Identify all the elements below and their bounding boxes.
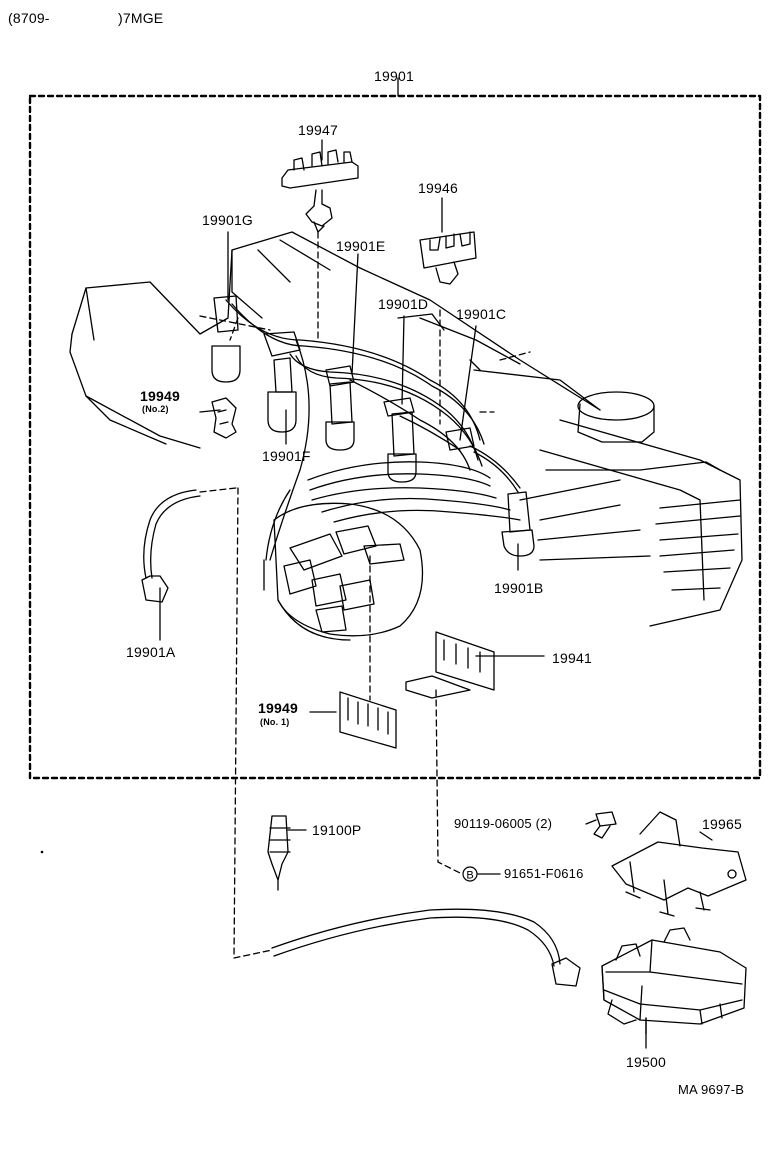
- label-19901a: 19901A: [126, 644, 176, 660]
- plug-boots: [211, 295, 535, 557]
- marker-b-circle: [462, 866, 478, 882]
- coil-lead-wire: [271, 908, 581, 987]
- label-19901d: 19901D: [378, 296, 429, 312]
- label-19901f: 19901F: [262, 448, 311, 464]
- label-19965: 19965: [702, 816, 742, 832]
- clamp-19949-no2: [211, 397, 237, 439]
- label-19949-no1: 19949: [258, 700, 298, 716]
- clamp-19949-no1: [339, 691, 397, 749]
- wire-19901a: [141, 489, 201, 603]
- specks: [40, 850, 44, 854]
- label-19901g: 19901G: [202, 212, 254, 228]
- label-90119: 90119-06005 (2): [454, 816, 553, 831]
- header-model: )7MGE: [118, 10, 164, 26]
- label-19500: 19500: [626, 1054, 666, 1070]
- label-19949-no1-sub: (No. 1): [260, 717, 290, 727]
- bracket-19965: [611, 811, 747, 917]
- ignition-wires: [225, 299, 521, 561]
- leader-lines: [199, 231, 531, 959]
- part-leaders: [159, 139, 713, 1049]
- label-19100p: 19100P: [312, 822, 362, 838]
- assembly-frame: [28, 77, 762, 780]
- footer-ref: MA 9697-B: [678, 1082, 745, 1097]
- distributor-cap: [263, 502, 424, 641]
- label-19901c: 19901C: [456, 306, 507, 322]
- label-91651: 91651-F0616: [504, 866, 584, 881]
- bolt-90119: [593, 811, 617, 839]
- label-19947: 19947: [298, 122, 338, 138]
- spark-plug: [267, 815, 291, 891]
- label-19941: 19941: [552, 650, 592, 666]
- label-19949-no2: 19949: [140, 388, 180, 404]
- label-19946: 19946: [418, 180, 458, 196]
- label-19901: 19901: [374, 68, 414, 84]
- bracket-19941: [405, 631, 495, 699]
- harness-clamp-19947: [281, 149, 359, 233]
- header-code: (8709-: [8, 10, 50, 26]
- label-19901e: 19901E: [336, 238, 386, 254]
- label-19949-no2-sub: (No.2): [142, 404, 169, 414]
- harness-clamp-19946: [419, 231, 477, 285]
- marker-b-letter: B: [466, 870, 473, 882]
- label-19901b: 19901B: [494, 580, 544, 596]
- ignition-coil: [601, 927, 747, 1035]
- engine-cover: [69, 231, 743, 627]
